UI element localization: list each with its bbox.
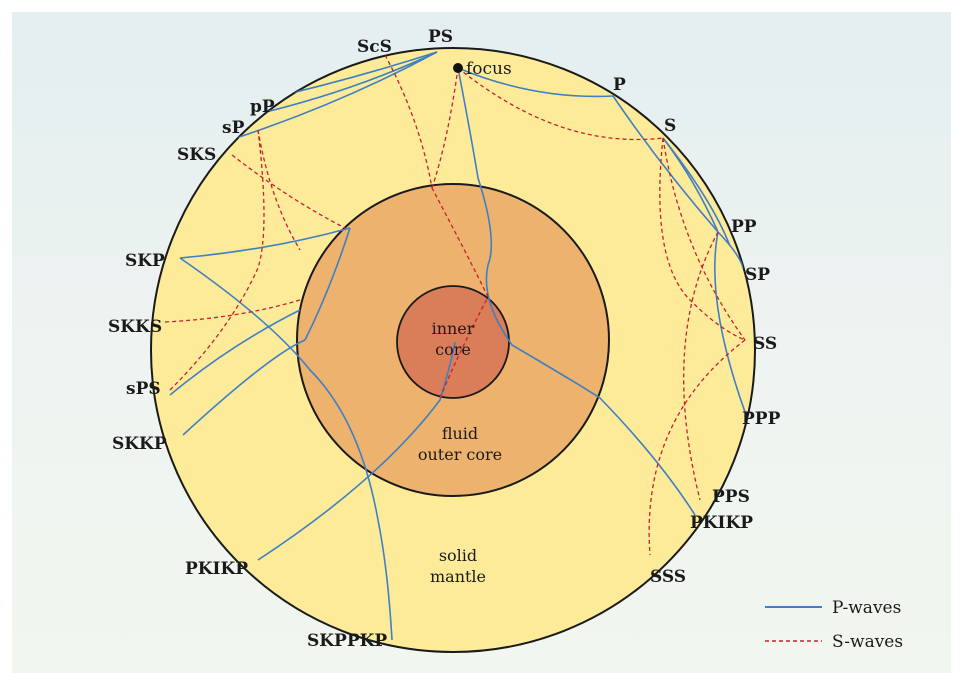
- phase-label-p: P: [613, 75, 626, 95]
- phase-label-skks: SKKS: [108, 317, 162, 337]
- phase-label-s: S: [664, 116, 676, 136]
- s-wave-path-sss: [648, 339, 746, 556]
- phase-label-sks: SKS: [177, 145, 216, 165]
- legend-p-waves-label: P-waves: [832, 598, 901, 618]
- phase-label-ss: SS: [753, 334, 777, 354]
- outer-core-label-line1: fluid: [442, 424, 478, 443]
- phase-label-pkikp-right: PKIKP: [690, 513, 753, 533]
- s-wave-path-sks: [231, 154, 346, 229]
- legend-s-waves-label: S-waves: [832, 632, 903, 652]
- phase-label-pps: PPS: [712, 487, 750, 507]
- s-wave-path-skks: [164, 299, 301, 323]
- mantle-label-line2: mantle: [430, 567, 486, 586]
- s-wave-path-ps-inner: [431, 67, 459, 189]
- phase-label-sss: SSS: [650, 567, 686, 587]
- phase-label-pp-small: pP: [250, 97, 275, 117]
- phase-label-ps-top: PS: [428, 27, 453, 47]
- p-wave-path-p: [457, 67, 614, 98]
- p-wave-path-pkikp-left: [257, 341, 456, 561]
- p-wave-path-pkikp-right: [457, 67, 696, 516]
- p-wave-path-pp-return: [714, 231, 746, 413]
- p-wave-path-skp: [179, 227, 351, 259]
- p-wave-path-sps-blue: [169, 309, 301, 396]
- s-wave-path-ss-lower: [659, 137, 746, 341]
- s-wave-path-sps: [169, 129, 265, 391]
- phase-label-pkikp-left: PKIKP: [185, 559, 248, 579]
- s-wave-path-sks-upper: [257, 129, 301, 251]
- focus-point: [453, 63, 463, 73]
- phase-label-sps-small: sPS: [126, 379, 161, 399]
- phase-label-sp-cap: SP: [745, 265, 770, 285]
- phase-label-skkp: SKKP: [112, 434, 167, 454]
- p-wave-path-sp-curve: [662, 137, 744, 269]
- focus-label: focus: [466, 59, 512, 79]
- phase-label-sp-small: sP: [222, 118, 245, 138]
- p-wave-path-s-branch: [662, 137, 731, 247]
- mantle-label-line1: solid: [439, 546, 477, 565]
- inner-core-label-line2: core: [435, 340, 471, 359]
- s-wave-path-pps: [683, 231, 719, 501]
- p-wave-path-skppkp: [179, 257, 393, 641]
- legend: P-waves S-waves: [765, 598, 903, 652]
- s-wave-path-s: [457, 67, 664, 141]
- p-wave-path-ps-top: [229, 51, 438, 141]
- s-wave-path-scs: [384, 54, 433, 189]
- phase-label-pp-cap: PP: [731, 217, 757, 237]
- phase-label-skp: SKP: [125, 251, 165, 271]
- outer-core-label-line2: outer core: [418, 445, 502, 464]
- phase-label-skppkp: SKPPKP: [307, 631, 387, 651]
- phase-label-scs: ScS: [357, 37, 392, 57]
- inner-core-label-line1: inner: [432, 319, 475, 338]
- p-wave-path-skkp: [182, 339, 306, 436]
- p-wave-path-skp-inner: [304, 227, 351, 341]
- s-wave-path-inner-core: [431, 187, 489, 399]
- p-wave-path-pp: [612, 95, 719, 233]
- phase-label-ppp: PPP: [742, 409, 781, 429]
